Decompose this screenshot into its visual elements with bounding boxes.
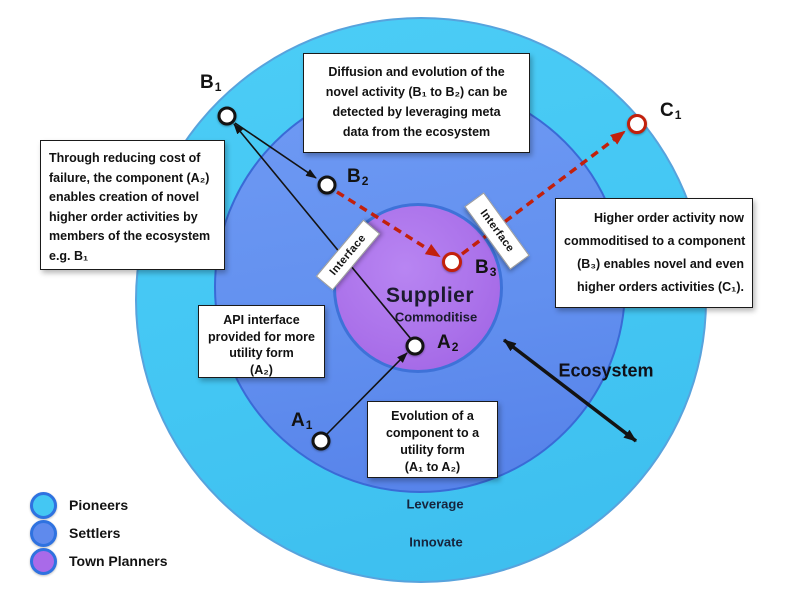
ecosystem-label: Ecosystem xyxy=(558,360,654,381)
textbox-higher-order: Higher order activity now commoditised t… xyxy=(555,198,753,308)
point-a2 xyxy=(405,336,425,356)
textbox-diffusion: Diffusion and evolution of the novel act… xyxy=(303,53,530,153)
label-b1-sub: 1 xyxy=(214,80,222,94)
textbox-api-interface: API interface provided for more utility … xyxy=(198,305,325,378)
textbox-reducing-cost-line: members of the ecosystem xyxy=(49,229,211,243)
textbox-diffusion-line: detected by leveraging meta xyxy=(332,105,501,119)
leverage-label: Leverage xyxy=(406,496,464,512)
legend-item-pioneers-label: Pioneers xyxy=(69,497,129,513)
label-b3: B3 xyxy=(475,257,497,279)
point-b3 xyxy=(442,252,462,272)
textbox-reducing-cost: Through reducing cost of failure, the co… xyxy=(40,140,225,270)
pioneers-swatch-icon xyxy=(30,491,57,519)
textbox-api-interface-line: (A₂) xyxy=(250,362,273,377)
textbox-evolution: Evolution of a component to a utility fo… xyxy=(367,401,498,478)
point-b1 xyxy=(217,106,237,126)
label-b3-sub: 3 xyxy=(489,265,497,279)
textbox-reducing-cost-line: enables creation of novel xyxy=(49,190,200,204)
label-a1-sub: 1 xyxy=(305,418,313,432)
label-a2-sub: 2 xyxy=(451,340,459,354)
textbox-evolution-line: utility form xyxy=(400,443,465,457)
legend-item-settlers-label: Settlers xyxy=(69,525,121,541)
textbox-evolution-line: component to a xyxy=(385,426,480,440)
label-b1: B1 xyxy=(200,72,222,94)
label-a2-letter: A xyxy=(437,332,451,353)
textbox-reducing-cost-line: e.g. B₁ xyxy=(49,248,89,263)
textbox-higher-order-line: commoditised to a component xyxy=(564,234,746,248)
textbox-evolution-line: (A₁ to A₂) xyxy=(404,460,461,474)
label-b1-letter: B xyxy=(200,72,214,93)
textbox-reducing-cost-line: Through reducing cost of xyxy=(49,151,201,165)
label-c1-letter: C xyxy=(660,100,674,121)
textbox-higher-order-line: higher orders activities (C₁). xyxy=(576,280,744,294)
label-b2-sub: 2 xyxy=(361,174,369,188)
textbox-higher-order-line: Higher order activity now xyxy=(593,211,744,225)
innovate-label: Innovate xyxy=(409,534,463,550)
textbox-reducing-cost-line: higher order activities by xyxy=(49,209,198,224)
settlers-swatch-icon xyxy=(30,519,57,547)
legend: Pioneers Settlers Town Planners xyxy=(30,491,168,575)
town-planners-swatch-icon xyxy=(30,547,57,575)
label-a1-letter: A xyxy=(291,410,305,431)
textbox-api-interface-line: utility form xyxy=(229,346,294,360)
label-b2-letter: B xyxy=(347,166,361,187)
label-a1: A1 xyxy=(291,410,313,432)
point-c1 xyxy=(627,114,647,134)
legend-item-town-planners: Town Planners xyxy=(30,547,168,575)
legend-item-town-planners-label: Town Planners xyxy=(69,553,168,569)
legend-item-settlers: Settlers xyxy=(30,519,168,547)
textbox-evolution-line: Evolution of a xyxy=(391,409,474,423)
label-a2: A2 xyxy=(437,332,459,354)
label-b3-letter: B xyxy=(475,257,489,278)
textbox-api-interface-line: provided for more xyxy=(208,329,315,344)
label-b2: B2 xyxy=(347,166,369,188)
textbox-diffusion-line: novel activity (B₁ to B₂) can be xyxy=(325,85,508,99)
label-c1-sub: 1 xyxy=(674,108,682,122)
point-a1 xyxy=(311,431,331,451)
textbox-higher-order-line: (B₃) enables novel and even xyxy=(577,257,744,271)
commoditise-label: Commoditise xyxy=(394,309,478,325)
legend-item-pioneers: Pioneers xyxy=(30,491,168,519)
textbox-diffusion-line: Diffusion and evolution of the xyxy=(328,65,505,79)
textbox-diffusion-line: data from the ecosystem xyxy=(342,125,491,139)
label-c1: C1 xyxy=(660,100,682,122)
supplier-label: Supplier xyxy=(385,284,475,307)
point-b2 xyxy=(317,175,337,195)
textbox-reducing-cost-line: failure, the component (A₂) xyxy=(49,170,210,185)
textbox-api-interface-line: API interface xyxy=(223,313,300,327)
